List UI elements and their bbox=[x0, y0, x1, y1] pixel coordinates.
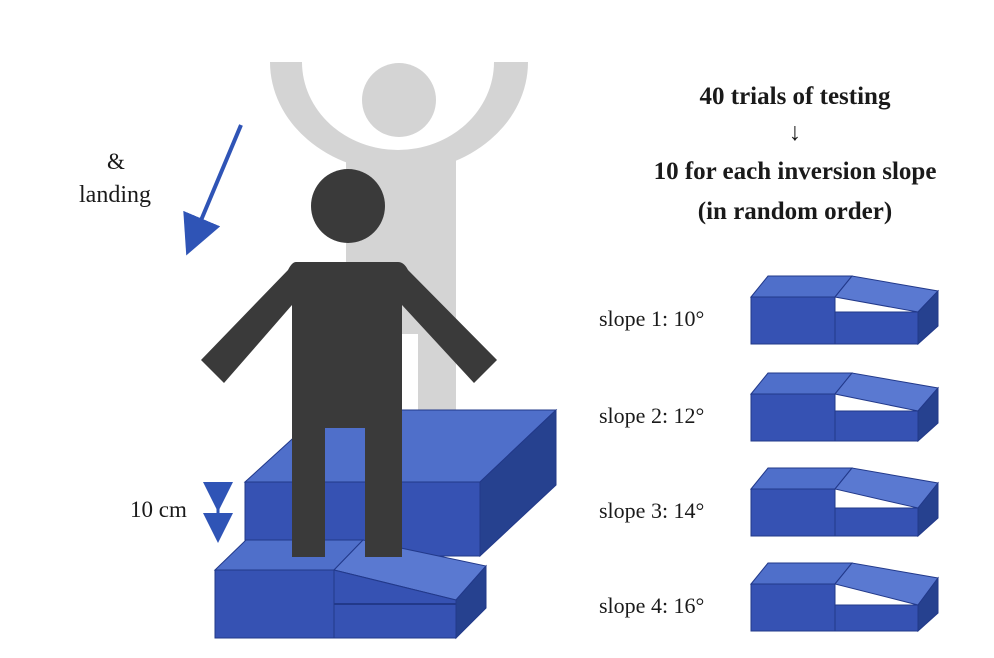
protocol-line-1: 40 trials of testing bbox=[699, 83, 891, 110]
slope-block-2 bbox=[749, 372, 939, 443]
slope-label-3: slope 3: 14° bbox=[599, 498, 705, 523]
slope-label-2: slope 2: 12° bbox=[599, 403, 705, 428]
protocol-down-arrow: ↓ bbox=[788, 119, 802, 146]
height-label: 10 cm bbox=[130, 497, 187, 522]
protocol-line-3: (in random order) bbox=[697, 198, 893, 225]
ampersand-label: & bbox=[107, 149, 125, 174]
slope-block-1 bbox=[749, 275, 940, 346]
landing-label: landing bbox=[79, 182, 151, 208]
jump-arrow bbox=[183, 124, 243, 256]
slope-label-4: slope 4: 16° bbox=[599, 593, 705, 618]
slope-label-1: slope 1: 10° bbox=[599, 306, 705, 331]
protocol-line-2: 10 for each inversion slope bbox=[653, 158, 937, 185]
slope-block-3 bbox=[749, 467, 939, 538]
landing-figure-dark bbox=[201, 169, 497, 557]
slope-block-4 bbox=[749, 562, 939, 633]
landing-flat-block bbox=[213, 539, 365, 639]
